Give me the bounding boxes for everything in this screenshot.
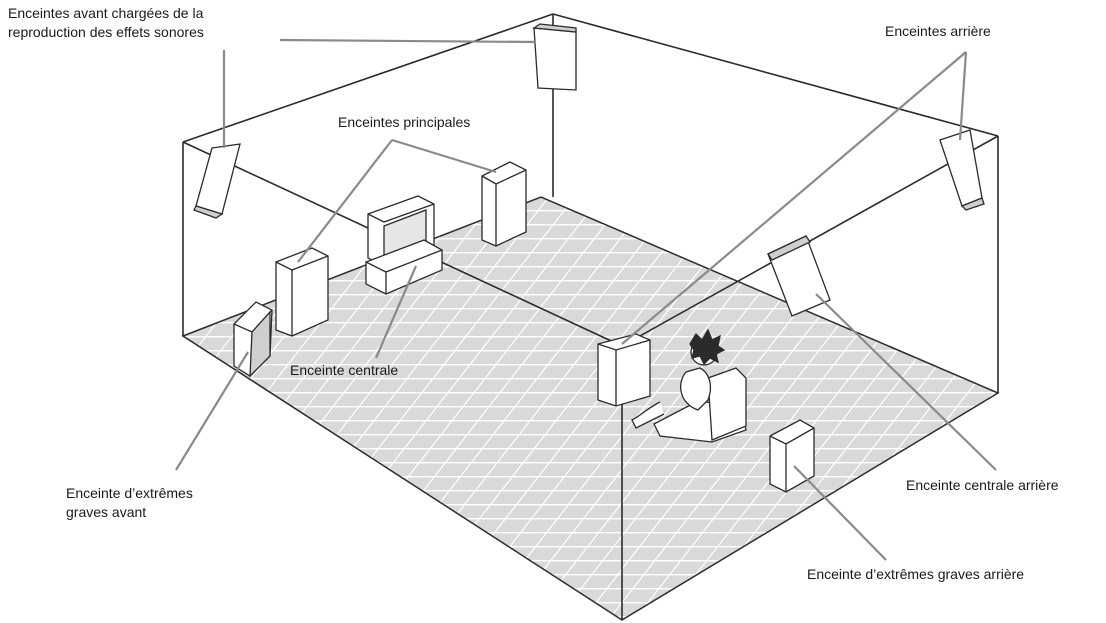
listener-armchair [631,328,747,443]
label-front-effect-line-2: reproduction des effets sonores [8,24,204,40]
label-front-effect-line-1: Enceintes avant chargées de la [8,5,204,21]
label-front-subwoofer-line-1: Enceinte d’extrêmes [66,485,193,501]
label-center-rear-speaker: Enceinte centrale arrière [906,477,1059,493]
label-front-subwoofer-line-2: graves avant [66,504,147,520]
speaker-rear-right [939,129,985,211]
speaker-main-right [481,161,527,247]
speaker-rear-middle [767,235,831,317]
label-front-subwoofer: Enceinte d’extrêmes graves avant [66,484,193,522]
speaker-center-rear [597,333,651,407]
television [365,195,443,295]
label-front-effect-speakers: Enceintes avant chargées de la reproduct… [8,4,204,42]
label-main-speakers: Enceintes principales [338,114,471,130]
speaker-main-left [275,247,329,337]
label-center-speaker: Enceinte centrale [290,362,399,378]
speaker-front-effect-top [532,23,577,91]
speaker-front-effect-left [193,143,241,219]
leader-lines [175,38,997,561]
label-rear-speakers: Enceintes arrière [885,23,991,39]
label-rear-subwoofer: Enceinte d’extrêmes graves arrière [807,566,1025,582]
